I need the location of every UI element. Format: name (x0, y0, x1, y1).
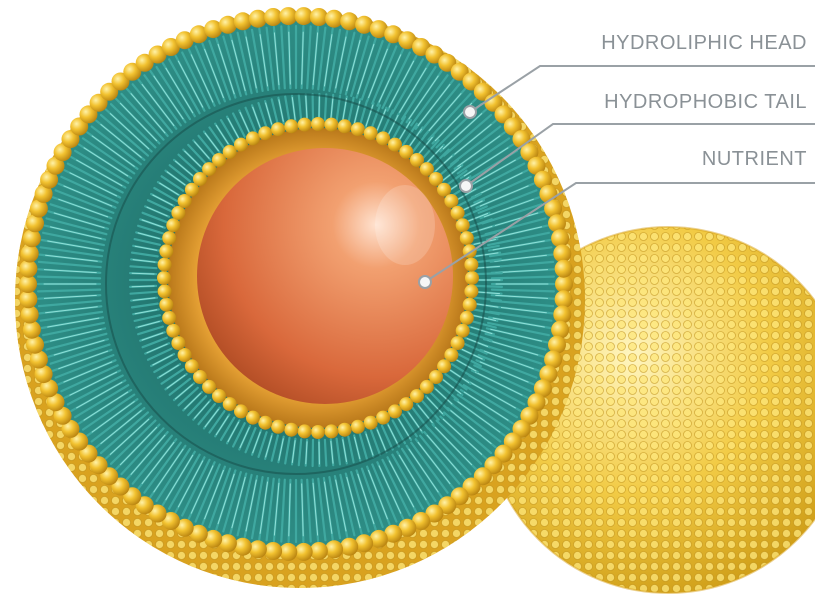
label-hydroliphic-head: HYDROLIPHIC HEAD (601, 32, 807, 55)
label-hydrophobic-tail: HYDROPHOBIC TAIL (604, 91, 807, 114)
label-nutrient: NUTRIENT (702, 148, 807, 171)
marker-hydrophobic-tail (460, 180, 472, 192)
nutrient-sphere (197, 148, 453, 404)
marker-nutrient (419, 276, 431, 288)
marker-hydroliphic-head (464, 106, 476, 118)
